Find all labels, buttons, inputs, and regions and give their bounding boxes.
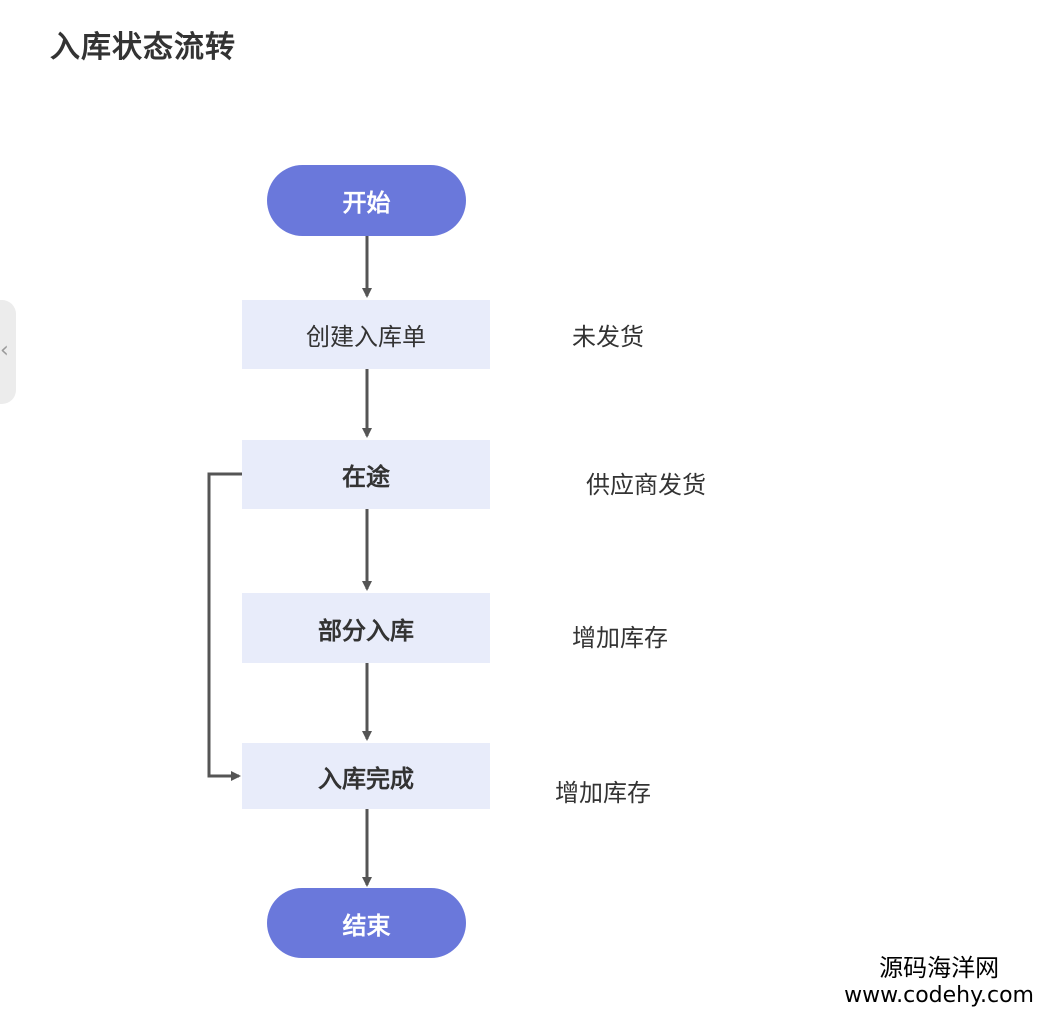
chevron-left-icon: ‹ <box>0 338 9 363</box>
note-partial: 增加库存 <box>572 624 668 652</box>
node-inbound-complete: 入库完成 <box>242 743 490 809</box>
page-title: 入库状态流转 <box>50 30 236 65</box>
note-transit: 供应商发货 <box>586 471 706 499</box>
node-partial-inbound: 部分入库 <box>242 593 490 663</box>
watermark-name: 源码海洋网 <box>879 954 1000 982</box>
note-create: 未发货 <box>572 323 644 351</box>
note-complete: 增加库存 <box>555 779 651 807</box>
node-create-inbound-order: 创建入库单 <box>242 300 490 369</box>
watermark-url: www.codehy.com <box>844 983 1034 1008</box>
node-in-transit: 在途 <box>242 440 490 509</box>
node-start: 开始 <box>267 165 466 236</box>
node-end: 结束 <box>267 888 466 958</box>
collapse-handle[interactable]: ‹ <box>0 300 16 404</box>
arrow-transit-bypass-to-complete <box>207 472 242 781</box>
watermark: 源码海洋网 www.codehy.com <box>844 948 1034 1008</box>
